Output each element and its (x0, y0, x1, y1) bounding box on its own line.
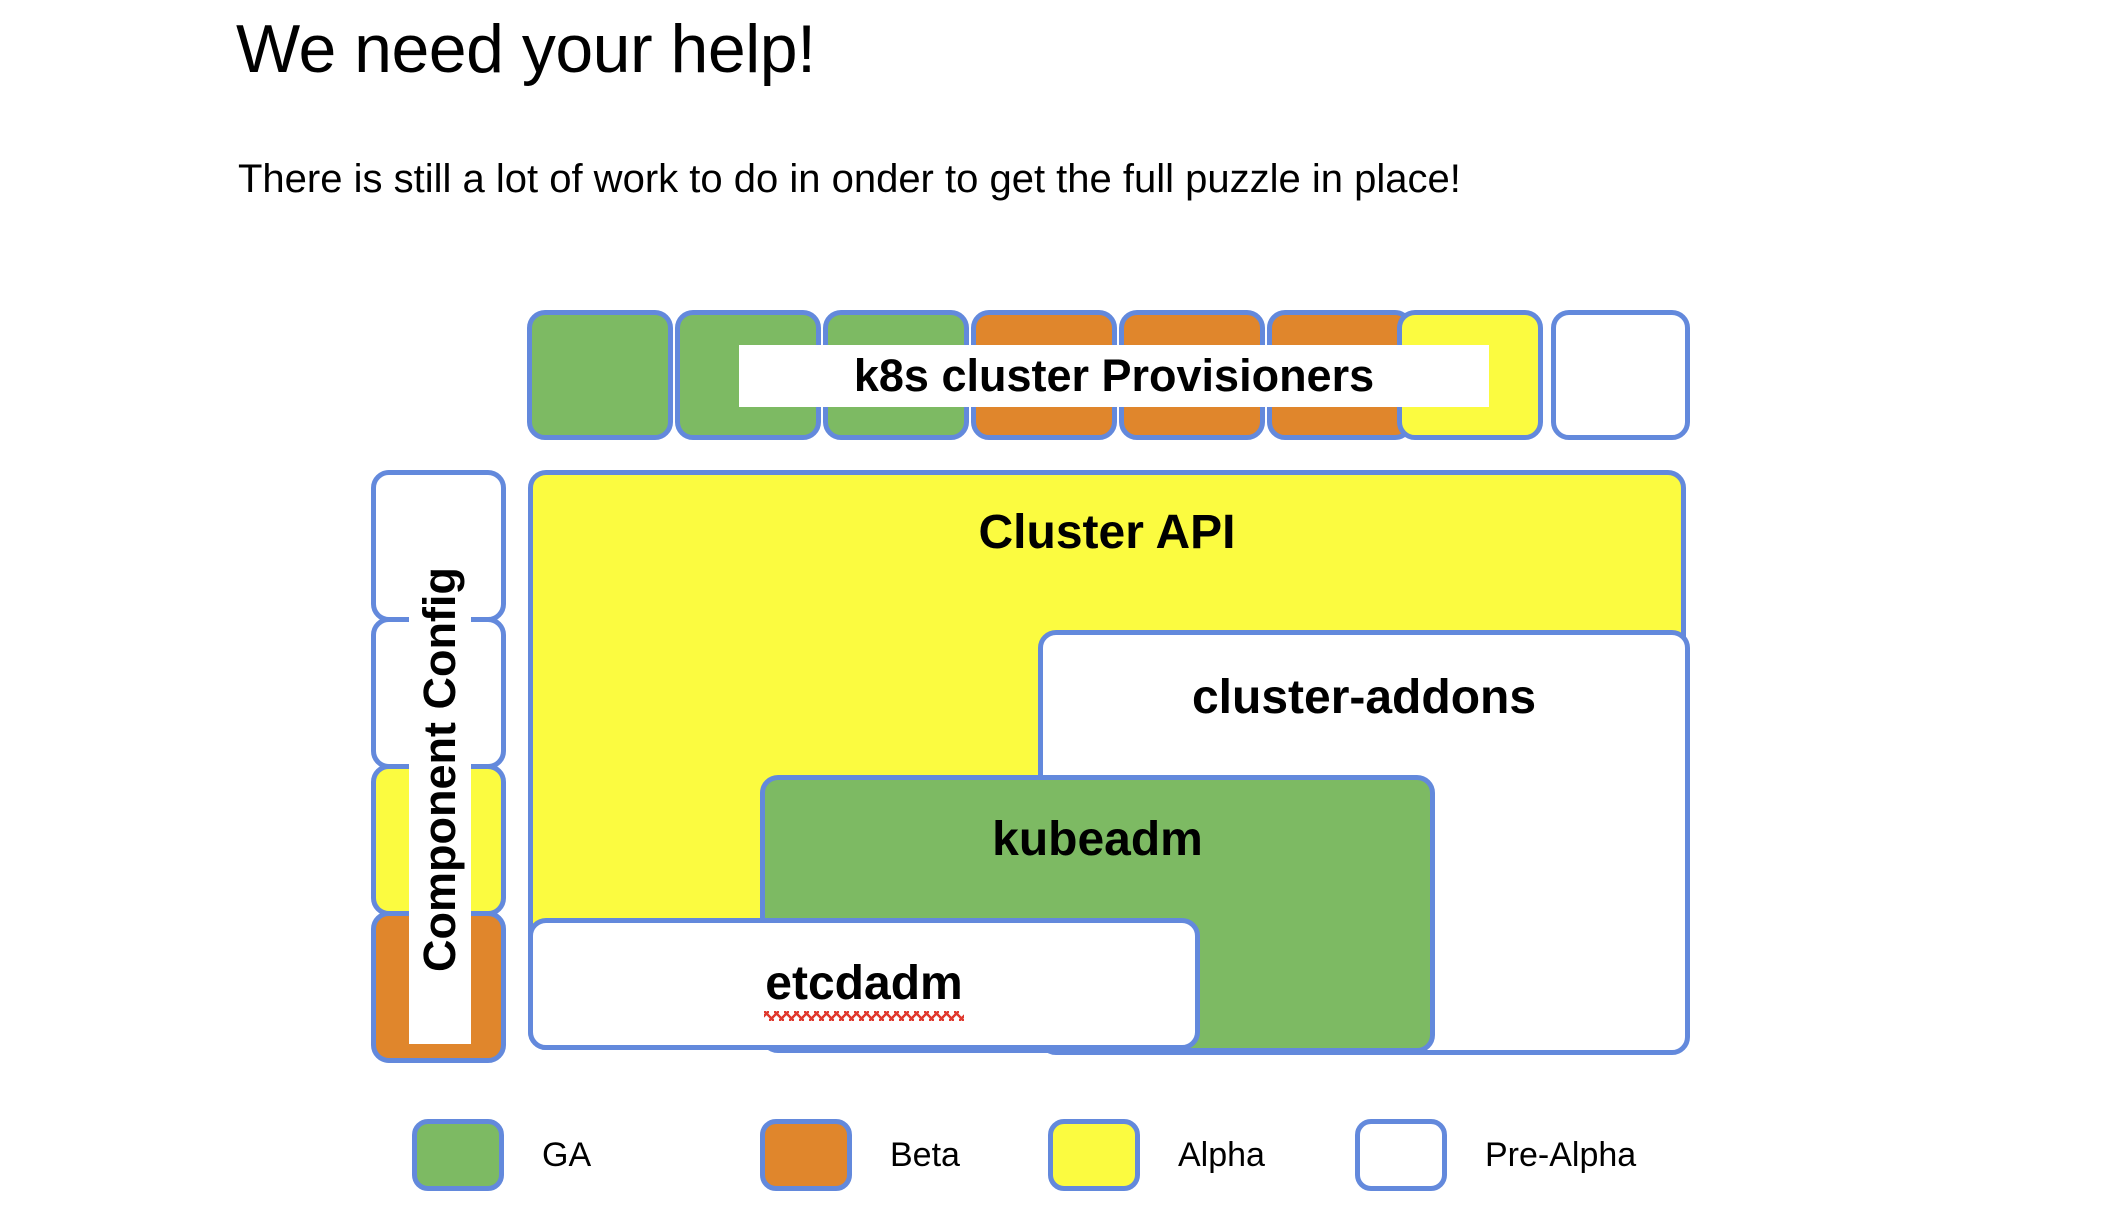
legend-swatch-beta (760, 1119, 852, 1191)
cluster-addons-label: cluster-addons (1191, 671, 1537, 724)
legend-item-beta: Beta (760, 1115, 960, 1195)
legend-swatch-pre-alpha (1355, 1119, 1447, 1191)
legend-label-alpha: Alpha (1178, 1135, 1265, 1174)
legend-item-pre-alpha: Pre-Alpha (1355, 1115, 1636, 1195)
etcdadm-spellcheck-underline (764, 1011, 964, 1021)
legend: GA Beta Alpha Pre-Alpha (0, 1115, 2126, 1205)
legend-swatch-ga (412, 1119, 504, 1191)
provisioners-row-label: k8s cluster Provisioners (739, 345, 1489, 407)
page-title: We need your help! (236, 11, 816, 87)
legend-swatch-alpha (1048, 1119, 1140, 1191)
provisioner-tile-8[interactable] (1551, 310, 1690, 440)
page-subtitle: There is still a lot of work to do in on… (238, 157, 1461, 201)
component-config-label: Component Config (409, 496, 471, 1044)
provisioner-tile-1[interactable] (527, 310, 673, 440)
legend-label-ga: GA (542, 1135, 592, 1174)
legend-label-beta: Beta (890, 1135, 960, 1174)
kubeadm-label: kubeadm (992, 813, 1203, 866)
etcdadm-box[interactable] (528, 918, 1200, 1050)
legend-label-pre-alpha: Pre-Alpha (1485, 1135, 1637, 1174)
etcdadm-label: etcdadm (765, 957, 963, 1010)
legend-item-alpha: Alpha (1048, 1115, 1265, 1195)
cluster-api-label: Cluster API (978, 506, 1236, 559)
legend-item-ga: GA (412, 1115, 591, 1195)
